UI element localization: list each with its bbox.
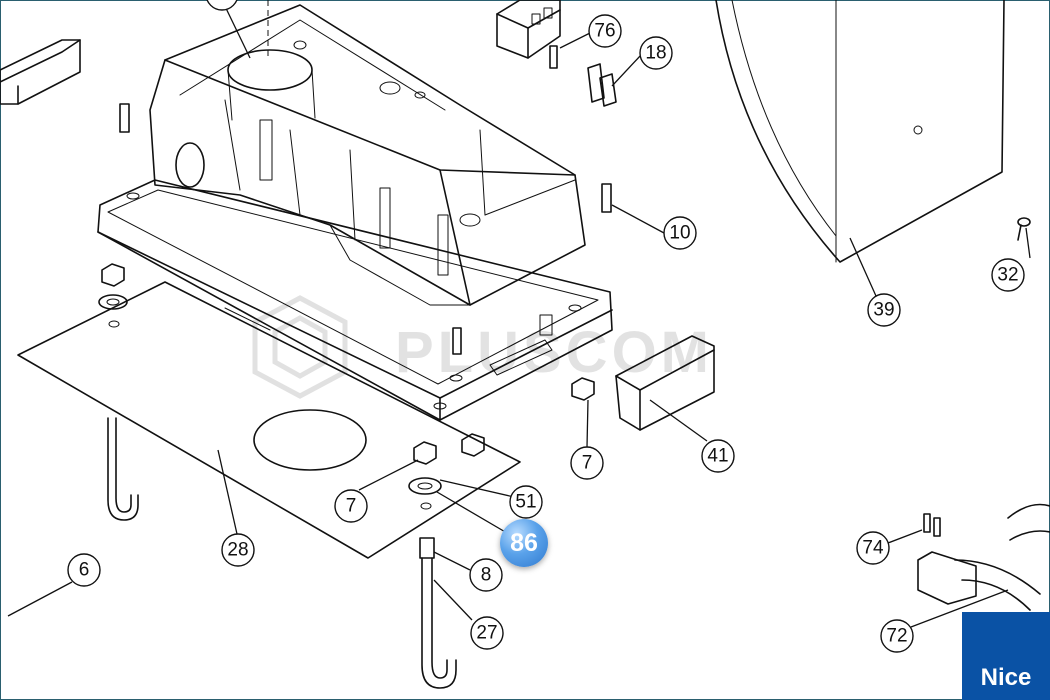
callout-41: 41 (707, 446, 728, 467)
callout-7-right: 7 (582, 453, 593, 474)
callout-32-circle (991, 258, 1025, 292)
callout-51-circle (509, 485, 543, 519)
callout-18-circle (639, 36, 673, 70)
hook-bolt-right (419, 537, 457, 689)
callout-51: 51 (515, 492, 536, 513)
callout-39-circle (867, 293, 901, 327)
loose-nut (571, 377, 595, 401)
nut-washer-left (98, 263, 128, 328)
screw-part (1017, 217, 1031, 241)
callouts: 76 18 10 32 39 7 41 7 51 28 8 6 27 74 72 (67, 0, 1025, 653)
callout-72: 72 (886, 626, 907, 647)
leader-lines (7, 0, 1031, 628)
watermark: PLUSCOM (252, 295, 713, 399)
foundation-plate (17, 281, 521, 559)
callout-74-circle (856, 531, 890, 565)
callout-39: 39 (873, 300, 894, 321)
terminal-block (496, 0, 561, 59)
callout-7-left-circle (334, 489, 368, 523)
callout-8: 8 (481, 565, 492, 586)
callout-27-circle (470, 616, 504, 650)
gearbox-housing (97, 4, 613, 421)
screw-pins (119, 103, 612, 355)
callout-74: 74 (862, 538, 884, 559)
cover-part (615, 335, 715, 431)
callout-41-circle (701, 439, 735, 473)
pin-part (549, 45, 558, 69)
large-cover (715, 0, 1005, 263)
callout-8-circle (469, 558, 503, 592)
bottom-right-parts (917, 503, 1050, 611)
callout-10: 10 (669, 223, 690, 244)
callout-18: 18 (645, 43, 666, 64)
bracket-part (587, 63, 617, 107)
part-top-left (0, 39, 81, 105)
callout-6: 6 (79, 560, 90, 581)
callout-32: 32 (997, 265, 1018, 286)
callout-28-circle (221, 533, 255, 567)
hook-bolt-left (107, 417, 139, 521)
brand-logo: Nice (962, 612, 1050, 700)
watermark-text: PLUSCOM (395, 320, 713, 385)
callout-27: 27 (476, 623, 497, 644)
callout-6-circle (67, 553, 101, 587)
callout-28: 28 (227, 540, 248, 561)
callout-76: 76 (594, 21, 615, 42)
callout-10-circle (663, 216, 697, 250)
callout-7-left: 7 (346, 496, 357, 517)
callout-7-right-circle (570, 446, 604, 480)
callout-72-circle (880, 619, 914, 653)
callout-76-circle (588, 14, 622, 48)
nut-washer-right (408, 433, 485, 510)
part-86-hotspot-button[interactable]: 86 (500, 519, 548, 567)
